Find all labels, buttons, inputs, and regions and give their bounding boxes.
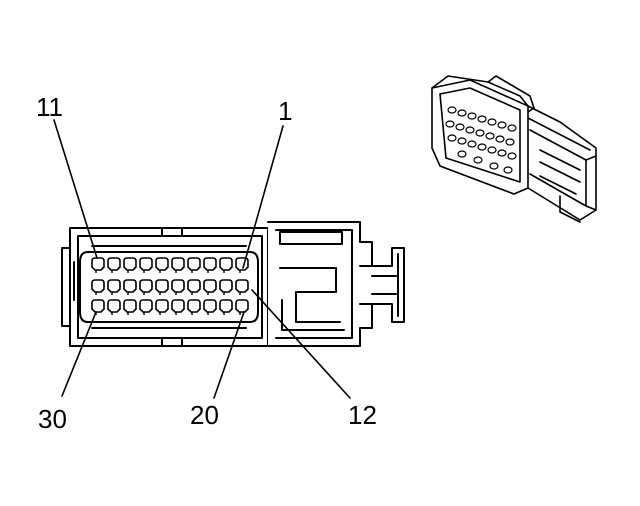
pin-cavity [235, 257, 249, 271]
connector-latch-housing [267, 221, 405, 347]
pin-cavity [155, 299, 169, 313]
pin-label-20: 20 [190, 400, 219, 430]
pin-cavity [219, 299, 233, 313]
pin-cavity [187, 299, 201, 313]
leader-line-20 [213, 311, 245, 399]
connector-face-view [61, 227, 269, 347]
leader-line-12 [251, 289, 351, 399]
pin-cavity [123, 279, 137, 293]
pin-cavity [203, 257, 217, 271]
pin-cavity [123, 257, 137, 271]
pin-cavity [155, 279, 169, 293]
pin-cavity [187, 279, 201, 293]
pin-cavity [139, 257, 153, 271]
pin-cavity [171, 279, 185, 293]
pin-cavity [187, 257, 201, 271]
pin-cavity [91, 257, 105, 271]
pin-cavity [219, 279, 233, 293]
pin-cavity [171, 299, 185, 313]
pin-label-30: 30 [38, 404, 67, 434]
pin-cavity [219, 257, 233, 271]
pin-cavity [235, 299, 249, 313]
pin-cavity [139, 299, 153, 313]
cavity-grid [91, 257, 249, 315]
pin-label-1: 1 [278, 96, 292, 126]
leader-line-11 [53, 119, 98, 259]
pin-label-11: 11 [36, 92, 63, 122]
pin-cavity [139, 279, 153, 293]
leader-lines [53, 119, 351, 399]
leader-line-1 [242, 125, 284, 269]
pin-cavity [203, 279, 217, 293]
pin-label-12: 12 [348, 400, 377, 430]
connector-isometric-view [431, 75, 597, 223]
pin-cavity [235, 279, 249, 293]
pin-cavity [107, 299, 121, 313]
pin-cavity [107, 279, 121, 293]
pin-cavity [203, 299, 217, 313]
leader-line-30 [61, 311, 97, 397]
pin-cavity [171, 257, 185, 271]
pin-cavity [91, 279, 105, 293]
pin-cavity [155, 257, 169, 271]
pin-cavity [107, 257, 121, 271]
pin-cavity [123, 299, 137, 313]
pin-cavity [91, 299, 105, 313]
